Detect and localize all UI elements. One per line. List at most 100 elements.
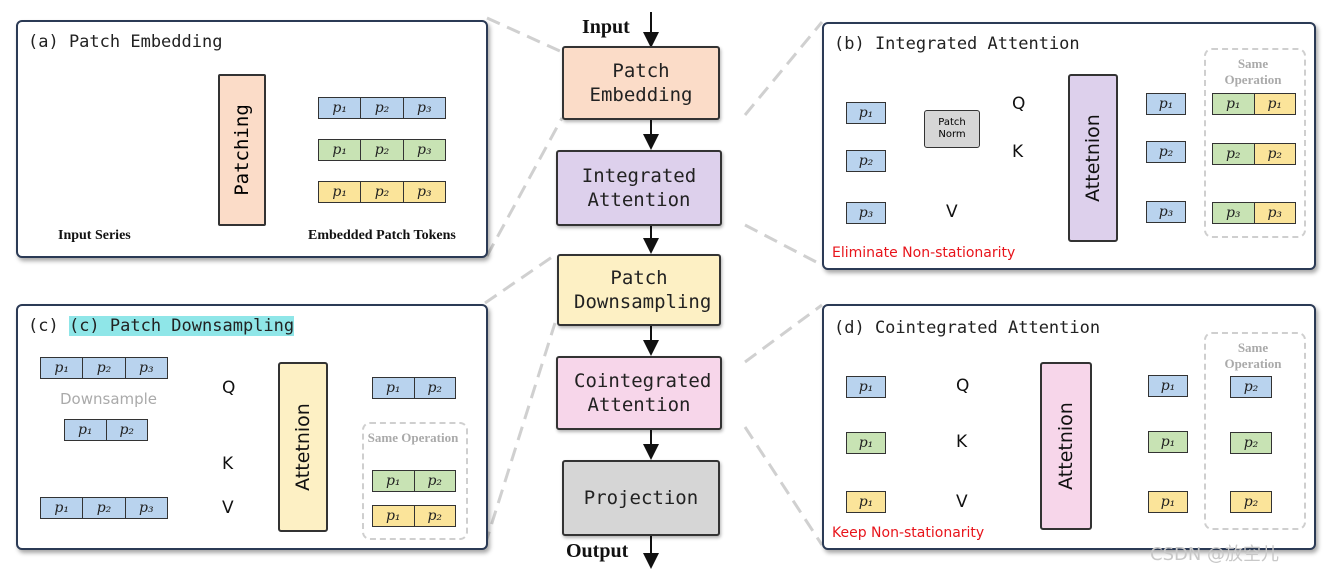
input-label: Input xyxy=(582,16,630,38)
token: p₁ xyxy=(373,378,415,398)
same-operation-box xyxy=(1204,332,1306,530)
output-label: Output xyxy=(566,540,629,562)
embedded-tokens-caption: Embedded Patch Tokens xyxy=(308,228,456,243)
v-label: V xyxy=(222,498,234,518)
step-label: Patch Embedding xyxy=(589,60,693,106)
same-operation-label: Same Operation xyxy=(1224,56,1282,87)
token-row: p₁ p₂ xyxy=(372,470,456,492)
token: p₁ xyxy=(1213,94,1255,114)
token: p₁ xyxy=(858,494,874,510)
q-label: Q xyxy=(956,376,970,396)
attention-block: Attetnion xyxy=(1040,362,1092,530)
patching-label: Patching xyxy=(231,104,254,196)
token: p₁ xyxy=(319,182,362,202)
step-label: Integrated Attention xyxy=(581,165,697,211)
token-row: p₂ xyxy=(846,150,886,172)
v-label: V xyxy=(946,202,958,222)
token: p₃ xyxy=(1158,204,1174,220)
panel-d-title: (d) Cointegrated Attention xyxy=(834,318,1101,338)
token: p₁ xyxy=(1160,434,1176,450)
token: p₁ xyxy=(858,435,874,451)
q-label: Q xyxy=(222,378,236,398)
token: p₂ xyxy=(1243,379,1259,395)
zoom-lines xyxy=(483,16,824,546)
k-label: K xyxy=(956,432,968,452)
watermark: CSDN @放空儿 xyxy=(1150,544,1280,565)
same-operation-box xyxy=(362,422,468,540)
attention-block: Attetnion xyxy=(278,362,328,532)
token: p₃ xyxy=(1213,203,1255,223)
token: p₁ xyxy=(1160,494,1176,510)
token: p₃ xyxy=(139,360,154,376)
token: p₂ xyxy=(119,422,135,438)
token: p₁ xyxy=(1254,94,1295,114)
token: p₃ xyxy=(417,142,432,158)
integrated-attention-block: Integrated Attention xyxy=(556,150,722,226)
patch-norm-label: Patch Norm xyxy=(938,117,966,140)
input-series-caption: Input Series xyxy=(58,228,131,243)
keep-note: Keep Non-stationarity xyxy=(832,525,985,541)
token: p₂ xyxy=(361,98,404,118)
token: p₃ xyxy=(1254,203,1295,223)
token: p₂ xyxy=(427,380,443,396)
token: p₃ xyxy=(417,184,432,200)
panel-a-title: (a) Patch Embedding xyxy=(28,32,223,52)
step-label: Cointegrated Attention xyxy=(574,370,712,416)
token-row: p₁ xyxy=(846,491,886,513)
cointegrated-attention-block: Cointegrated Attention xyxy=(556,356,722,430)
token: p₂ xyxy=(83,358,126,378)
token-row: p₁ xyxy=(1148,375,1188,397)
token: p₂ xyxy=(1158,144,1174,160)
attention-label: Attetnion xyxy=(292,403,315,491)
token: p₂ xyxy=(361,182,404,202)
token-row: p₁ p₂ xyxy=(372,377,456,399)
token: p₂ xyxy=(427,473,443,489)
token: p₂ xyxy=(1254,144,1295,164)
token-row: p₂ xyxy=(1146,141,1186,163)
highlighted-title: (c) Patch Downsampling xyxy=(68,316,295,336)
token: p₁ xyxy=(319,98,362,118)
downsample-label: Downsample xyxy=(60,390,158,408)
token: p₃ xyxy=(417,100,432,116)
token: p₁ xyxy=(41,498,84,518)
token-row: p₁ xyxy=(1146,93,1186,115)
k-label: K xyxy=(222,454,234,474)
token-row: p₂ xyxy=(1230,376,1272,398)
token-row: p₁ xyxy=(1148,491,1188,513)
v-label: V xyxy=(956,492,968,512)
token: p₁ xyxy=(373,471,415,491)
eliminate-note: Eliminate Non-stationarity xyxy=(832,245,1016,261)
token-row: p₁ xyxy=(846,376,886,398)
token: p₁ xyxy=(65,420,107,440)
step-label: Projection xyxy=(583,487,699,509)
projection-block: Projection xyxy=(562,460,720,536)
patching-block: Patching xyxy=(218,74,266,226)
token: p₂ xyxy=(1243,435,1259,451)
patch-embedding-block: Patch Embedding xyxy=(562,46,720,120)
attention-label: Attetnion xyxy=(1055,402,1078,490)
attention-label: Attetnion xyxy=(1082,114,1105,202)
token: p₂ xyxy=(361,140,404,160)
token-row: p₁ xyxy=(846,432,886,454)
token: p₁ xyxy=(373,506,415,526)
token-row: p₁ xyxy=(846,102,886,124)
k-label: K xyxy=(1012,142,1024,162)
step-label: Patch Downsampling xyxy=(574,267,712,313)
token: p₁ xyxy=(858,379,874,395)
same-operation-label: Same Operation xyxy=(367,430,459,445)
token: p₂ xyxy=(1213,144,1255,164)
token: p₁ xyxy=(858,105,874,121)
token: p₂ xyxy=(83,498,126,518)
same-operation-label: Same Operation xyxy=(1224,340,1282,371)
token: p₂ xyxy=(1243,494,1259,510)
token-row: p₁ p₂ xyxy=(64,419,148,441)
same-operation-box xyxy=(1204,48,1306,238)
